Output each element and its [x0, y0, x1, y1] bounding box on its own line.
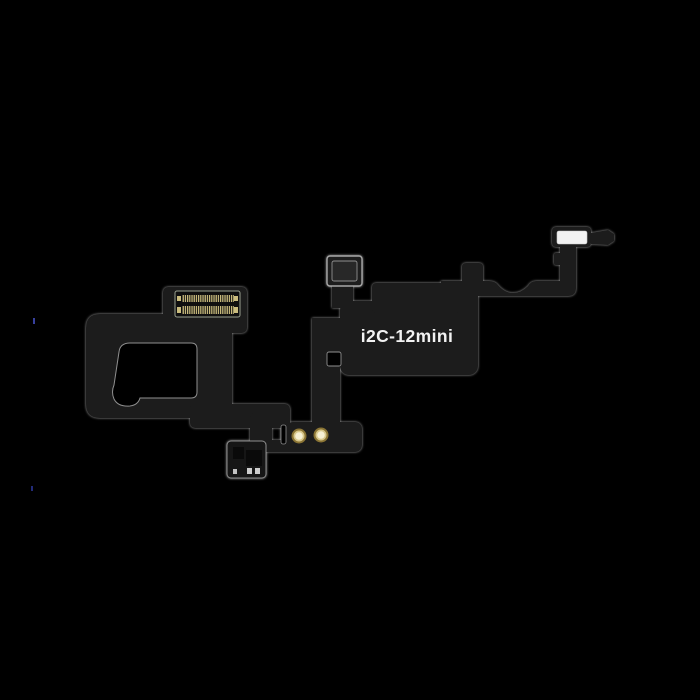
flex-cable-body: i2C-12mini [86, 227, 614, 479]
body-edge-notch [326, 351, 342, 367]
connector-pins-row-bottom [182, 306, 234, 314]
white-sticker [556, 230, 588, 245]
connector-pins-row-top [182, 295, 234, 302]
earpiece-sensor-frame [326, 255, 363, 287]
board-connector [174, 290, 241, 318]
artifact-speck [33, 318, 35, 324]
pointed-end-tab [591, 230, 614, 245]
artifact-speck [31, 486, 33, 491]
pad-slit [280, 424, 287, 445]
microphone-module [226, 440, 267, 479]
gold-contact-dot [313, 427, 329, 443]
loop-cutout-hole [112, 342, 198, 407]
gold-contact-dot [291, 428, 307, 444]
main-body [340, 301, 478, 375]
product-label: i2C-12mini [361, 326, 454, 346]
center-section [286, 283, 478, 452]
